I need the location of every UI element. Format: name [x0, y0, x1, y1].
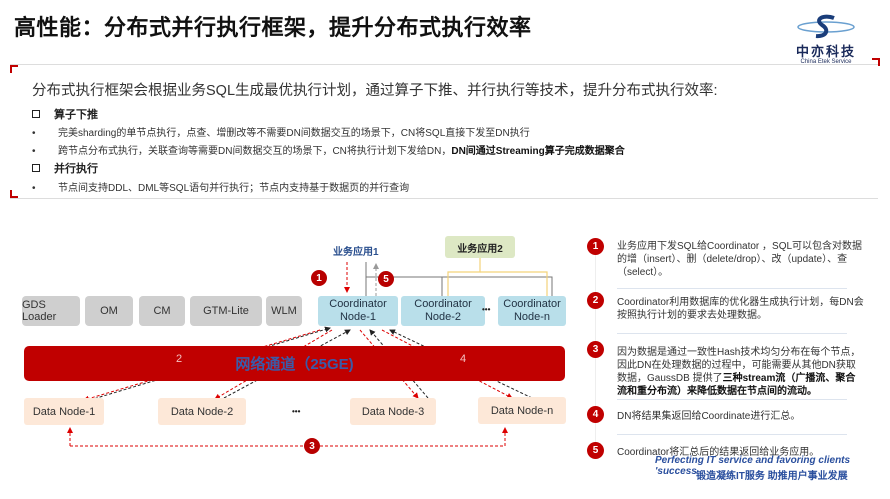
section-heading-pushdown: 算子下推: [32, 106, 98, 122]
component-gds-loader: GDS Loader: [22, 296, 80, 326]
step-3-number: 3: [587, 341, 604, 358]
intro-summary: 分布式执行框架会根据业务SQL生成最优执行计划，通过算子下推、并行执行等技术，提…: [32, 83, 718, 99]
section-heading-parallel: 并行执行: [32, 160, 98, 176]
footer-slogan-en: Perfecting IT service and favoring clien…: [655, 455, 851, 477]
logo-swoosh-icon: [797, 14, 855, 39]
logo-text-cn: 中亦科技: [795, 44, 856, 59]
app1-label: 业务应用1: [333, 247, 379, 258]
step-4-number: 4: [587, 406, 604, 423]
data-node-3: Data Node-3: [350, 398, 436, 425]
step-4-label: 4: [460, 353, 467, 365]
step-5-badge: 5: [378, 271, 394, 287]
bullet-item: •节点间支持DDL、DML等SQL语句并行执行；节点内支持基于数据页的并行查询: [32, 183, 410, 194]
step-5-text: Coordinator将汇总后的结果返回给业务应用。: [617, 447, 820, 458]
data-node-1: Data Node-1: [24, 398, 104, 425]
step-4-text: DN将结果集返回给Coordinate进行汇总。: [617, 411, 801, 422]
app2-box: 业务应用2: [445, 236, 515, 258]
component-cm: CM: [139, 296, 185, 326]
component-wlm: WLM: [266, 296, 302, 326]
step-1-badge: 1: [311, 270, 327, 286]
ellipsis: •••: [482, 305, 491, 314]
step-2-number: 2: [587, 292, 604, 309]
component-gtm-lite: GTM-Lite: [190, 296, 262, 326]
page-title: 高性能：分布式并行执行框架，提升分布式执行效率: [14, 15, 532, 40]
step-3-text: 因为数据是通过一致性Hash技术均匀分布在每个节点，因此DN在处理数据的过程中，…: [617, 347, 861, 397]
data-node-n: Data Node-n: [478, 397, 566, 424]
step-3-badge: 3: [304, 438, 320, 454]
step-1-number: 1: [587, 238, 604, 255]
step-5-number: 5: [587, 442, 604, 459]
footer-slogan-cn: 锻造凝练IT服务 助推用户事业发展: [696, 471, 848, 482]
network-channel: 网络通道（25GE): [24, 346, 565, 381]
component-om: OM: [85, 296, 133, 326]
step-1-text: 业务应用下发SQL给Coordinator ，SQL可以包含对数据的增（inse…: [617, 241, 863, 278]
company-logo: 中亦科技 China Etek Service: [776, 14, 876, 65]
ellipsis: •••: [292, 407, 301, 416]
intro-panel: [10, 64, 878, 199]
logo-text-en: China Etek Service: [800, 59, 852, 65]
step-2-text: Coordinator利用数据库的优化器生成执行计划，每DN会按照执行计划的要求…: [617, 297, 864, 321]
data-node-2: Data Node-2: [158, 398, 246, 425]
bullet-item: •跨节点分布式执行，关联查询等需要DN间数据交互的场景下，CN将执行计划下发给D…: [32, 146, 625, 157]
step-2-label: 2: [176, 353, 183, 365]
bullet-item: •完美sharding的单节点执行，点查、增删改等不需要DN间数据交互的场景下，…: [32, 128, 530, 139]
